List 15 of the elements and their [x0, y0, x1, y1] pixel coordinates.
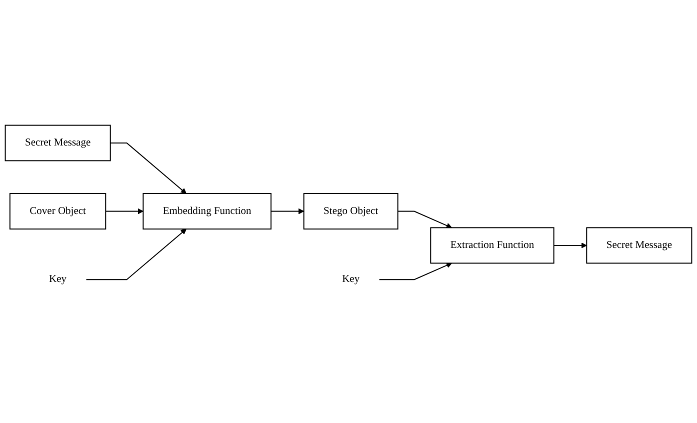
node-box: Stego Object — [303, 193, 398, 230]
arrow — [105, 208, 144, 214]
arrow — [86, 228, 186, 280]
arrow — [397, 211, 452, 228]
node-box: Secret Message — [586, 227, 692, 264]
node-box: Secret Message — [4, 124, 111, 162]
node-box: Extraction Function — [430, 227, 554, 264]
arrow — [270, 208, 304, 214]
arrow — [553, 242, 587, 249]
arrow — [110, 142, 186, 194]
arrow — [378, 262, 452, 280]
node-box: Embedding Function — [142, 193, 272, 230]
node-text: Key — [49, 274, 67, 286]
node-text: Key — [342, 274, 360, 286]
node-box: Cover Object — [9, 193, 106, 230]
